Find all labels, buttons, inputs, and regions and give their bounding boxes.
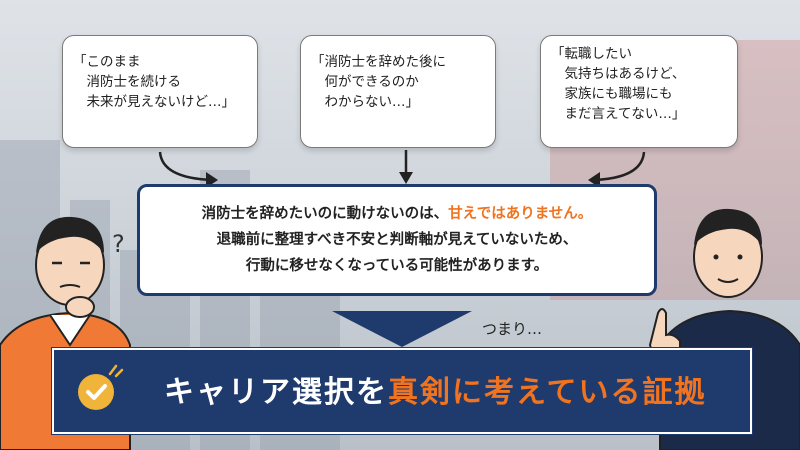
conclusion-highlight: 真剣に考えている証拠 xyxy=(388,375,707,410)
bubble-line: 未来が見えないけど…」 xyxy=(73,94,235,110)
main-highlight-text: 甘えではありません。 xyxy=(448,206,593,222)
conclusion-text: キャリア選択を真剣に考えている証拠 xyxy=(164,350,707,436)
worry-bubble-center: 「消防士を辞めた後に 何ができるのか わからない…」 xyxy=(300,35,496,148)
worry-bubble-right: 「転職したい 気持ちはあるけど、 家族にも職場にも まだ言えてない…」 xyxy=(540,35,738,148)
conclusion-banner: キャリア選択を真剣に考えている証拠 xyxy=(52,348,752,434)
sparkle-icon xyxy=(108,364,124,378)
main-line-2: 退職前に整理すべき不安と判断軸が見えていないため、 xyxy=(216,232,578,248)
main-line-3: 行動に移せなくなっている可能性があります。 xyxy=(245,258,549,274)
main-line-1-text: 消防士を辞めたいのに動けないのは、 xyxy=(201,206,449,222)
bubble-line: 気持ちはあるけど、 xyxy=(551,66,686,82)
bubble-line: 「このまま xyxy=(73,54,141,70)
bubble-line: 「消防士を辞めた後に xyxy=(311,54,446,70)
check-circle-icon xyxy=(78,374,114,410)
conclusion-prefix: キャリア選択を xyxy=(164,375,388,410)
checkmark-icon xyxy=(86,384,107,400)
connector-text: つまり… xyxy=(482,320,543,338)
bubble-line: 「転職したい xyxy=(551,46,632,62)
bubble-line: わからない…」 xyxy=(311,94,419,110)
down-arrow-center-icon xyxy=(399,150,413,184)
bubble-line: まだ言えてない…」 xyxy=(551,106,686,122)
worry-bubble-left: 「このまま 消防士を続ける 未来が見えないけど…」 xyxy=(62,35,258,148)
bubble-line: 家族にも職場にも xyxy=(551,86,673,102)
bubble-line: 消防士を続ける xyxy=(73,74,181,90)
main-message-box: 消防士を辞めたいのに動けないのは、甘えではありません。 退職前に整理すべき不安と… xyxy=(137,184,657,296)
main-line-1: 消防士を辞めたいのに動けないのは、甘えではありません。 xyxy=(140,201,654,227)
bubble-line: 何ができるのか xyxy=(311,74,419,90)
question-mark-icon: ? xyxy=(112,230,125,258)
down-triangle-icon xyxy=(332,311,472,347)
